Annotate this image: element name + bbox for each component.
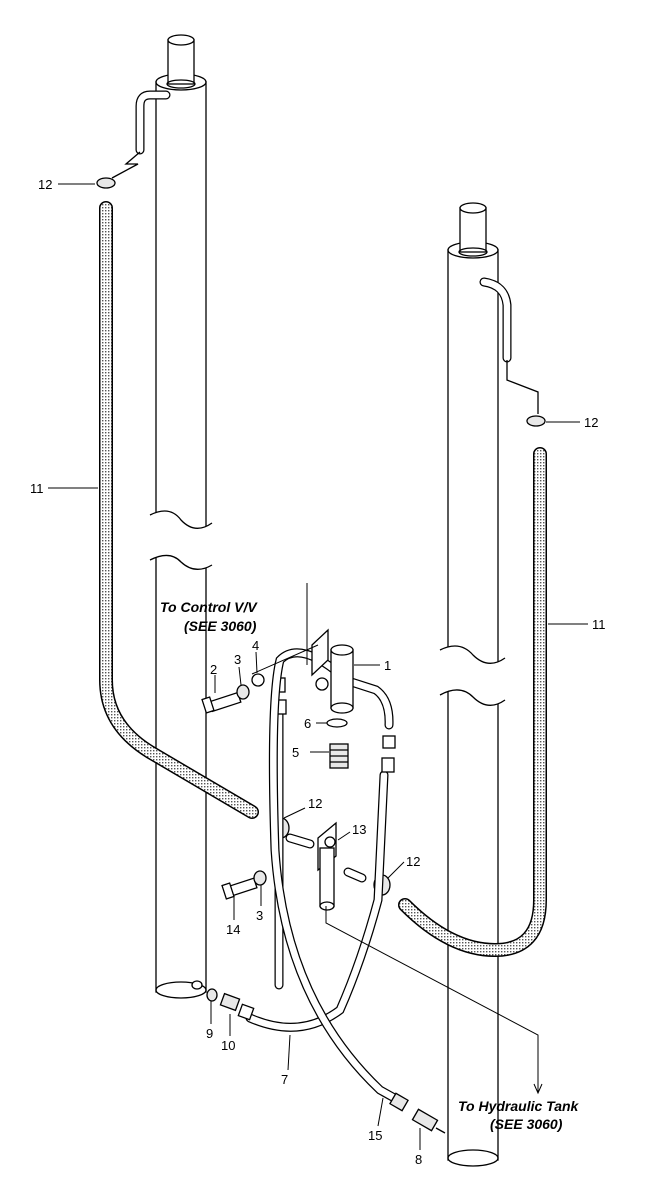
callout-10: 10 — [221, 1038, 235, 1053]
right-long-hose — [398, 447, 547, 958]
callout-6: 6 — [304, 716, 311, 731]
clamp-top-left — [96, 177, 116, 189]
tank-route — [325, 906, 543, 1095]
o-ring-6 — [326, 718, 348, 728]
note-hydraulic-tank-line1: To Hydraulic Tank — [458, 1098, 580, 1114]
callout-12-middle-left: 12 — [308, 796, 322, 811]
note-hydraulic-tank-line2: (SEE 3060) — [490, 1116, 563, 1132]
note-control-valve-line2: (SEE 3060) — [184, 618, 257, 634]
left-cylinder — [149, 34, 213, 999]
note-control-valve-line1: To Control V/V — [160, 599, 258, 615]
washer-4 — [251, 673, 265, 687]
callout-11-left: 11 — [30, 481, 44, 496]
spring-5 — [329, 743, 349, 769]
callout-13: 13 — [352, 822, 366, 837]
callout-5: 5 — [292, 745, 299, 760]
callout-9: 9 — [206, 1026, 213, 1041]
callout-12-top-left: 12 — [38, 177, 52, 192]
fitting-15-end — [389, 1092, 409, 1112]
callout-4: 4 — [252, 638, 259, 653]
washer-3-lower — [253, 870, 267, 886]
manifold-block-13 — [285, 821, 367, 911]
callout-7: 7 — [281, 1072, 288, 1087]
hose-15 — [268, 648, 403, 1105]
fitting-8 — [411, 1108, 446, 1134]
left-long-hose — [99, 201, 259, 819]
washer-9 — [206, 988, 218, 1002]
callout-11-right: 11 — [592, 617, 606, 632]
callout-12-middle-right: 12 — [406, 854, 420, 869]
pipe-to-right-fitting — [340, 675, 394, 730]
bolt-2 — [201, 691, 242, 714]
clamp-top-right — [526, 415, 546, 427]
washer-3-upper — [236, 684, 250, 700]
callout-15: 15 — [368, 1128, 382, 1143]
callout-8: 8 — [415, 1152, 422, 1167]
hose-7 — [245, 735, 396, 1032]
callout-3-upper: 3 — [234, 652, 241, 667]
callout-12-top-right: 12 — [584, 415, 598, 430]
callout-2: 2 — [210, 662, 217, 677]
manifold-block-1 — [311, 628, 354, 714]
bolt-14 — [221, 877, 258, 900]
right-cylinder — [439, 202, 506, 1167]
callout-14: 14 — [226, 922, 240, 937]
left-top-tube — [111, 90, 171, 179]
callout-1: 1 — [384, 658, 391, 673]
callout-3-lower: 3 — [256, 908, 263, 923]
fitting-10 — [219, 992, 255, 1021]
right-top-tube — [479, 277, 539, 414]
